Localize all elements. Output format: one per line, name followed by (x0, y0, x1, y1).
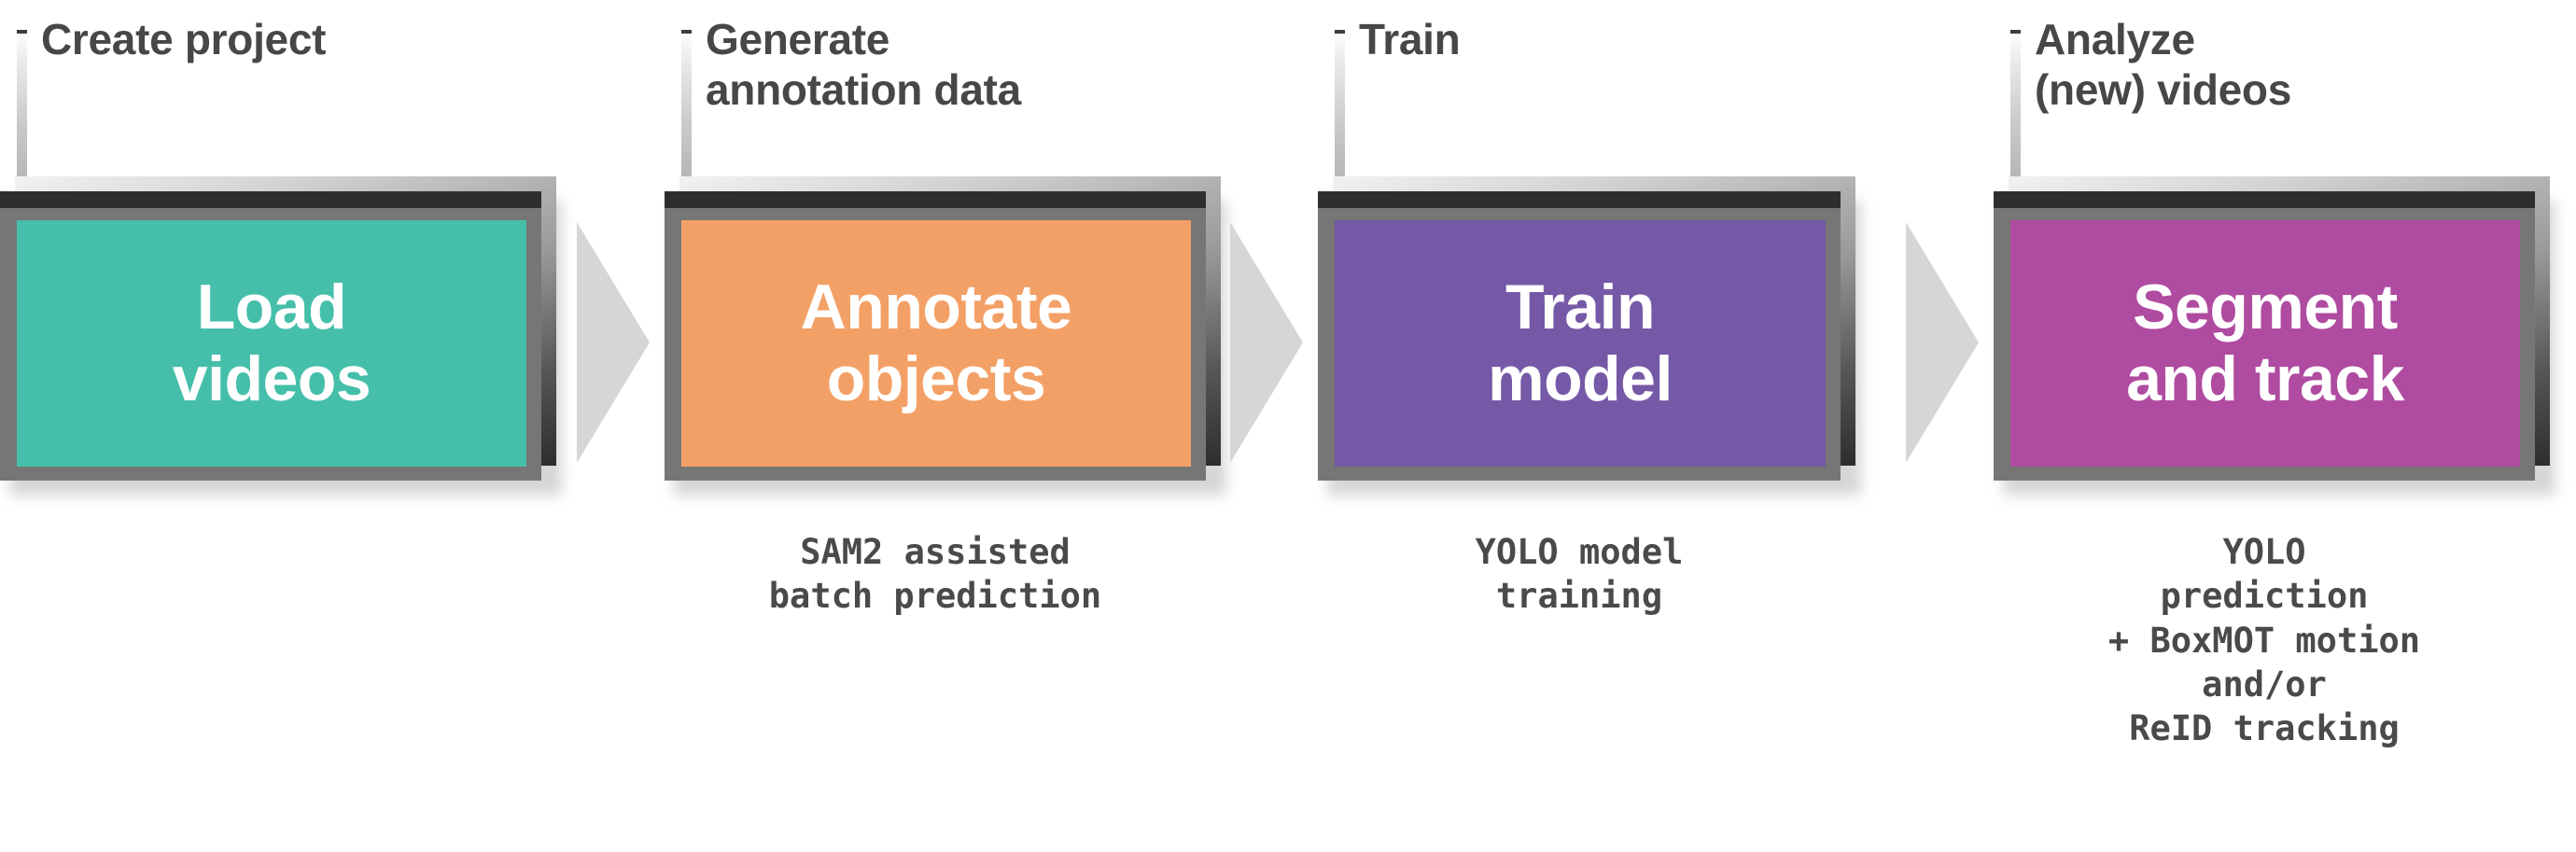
stage-segment-and-track: Analyze (new) videos Segment and track Y… (1994, 0, 2555, 852)
callout-label: Train (1359, 15, 1461, 63)
box-label: Annotate objects (800, 272, 1072, 414)
box-label: Segment and track (2126, 272, 2404, 414)
box-frame: Load videos (0, 191, 541, 481)
stage-annotate-objects: Generate annotation data Annotate object… (665, 0, 1243, 852)
callout-label: Generate annotation data (706, 15, 1021, 114)
callout-connector-line (1335, 30, 1345, 201)
stage-caption: SAM2 assisted batch prediction (768, 532, 1102, 617)
callout-label: Analyze (new) videos (2035, 15, 2292, 114)
stage-train-model: Train Train model YOLO model training (1318, 0, 1861, 852)
arrow-right-icon-1 (577, 222, 650, 463)
process-box-load-videos[interactable]: Load videos (0, 176, 562, 496)
stage-caption: YOLO prediction + BoxMOT motion and/or R… (2107, 532, 2421, 749)
callout-create-project: Create project (0, 0, 560, 201)
box-label: Load videos (172, 272, 371, 414)
callout-connector-line (2010, 30, 2021, 201)
callout-analyze-new-videos: Analyze (new) videos (1994, 0, 2554, 201)
callout-connector-line (17, 30, 27, 201)
arrow-right-icon-2 (1230, 222, 1303, 463)
box-frame: Train model (1318, 191, 1841, 481)
box-frame: Segment and track (1994, 191, 2535, 481)
callout-train: Train (1318, 0, 1859, 201)
process-box-annotate-objects[interactable]: Annotate objects (665, 176, 1226, 496)
callout-generate-annotation-data: Generate annotation data (665, 0, 1243, 201)
box-fill: Train model (1335, 220, 1826, 467)
arrow-right-icon-3 (1906, 222, 1979, 463)
callout-label: Create project (41, 15, 327, 63)
box-fill: Segment and track (2010, 220, 2520, 467)
stage-caption: YOLO model training (1475, 532, 1684, 617)
process-box-segment-and-track[interactable]: Segment and track (1994, 176, 2555, 496)
box-fill: Load videos (17, 220, 526, 467)
callout-connector-line (681, 30, 692, 201)
process-box-train-model[interactable]: Train model (1318, 176, 1861, 496)
box-label: Train model (1488, 272, 1673, 414)
stage-load-videos: Create project Load videos (0, 0, 562, 852)
box-frame: Annotate objects (665, 191, 1206, 481)
box-fill: Annotate objects (681, 220, 1191, 467)
